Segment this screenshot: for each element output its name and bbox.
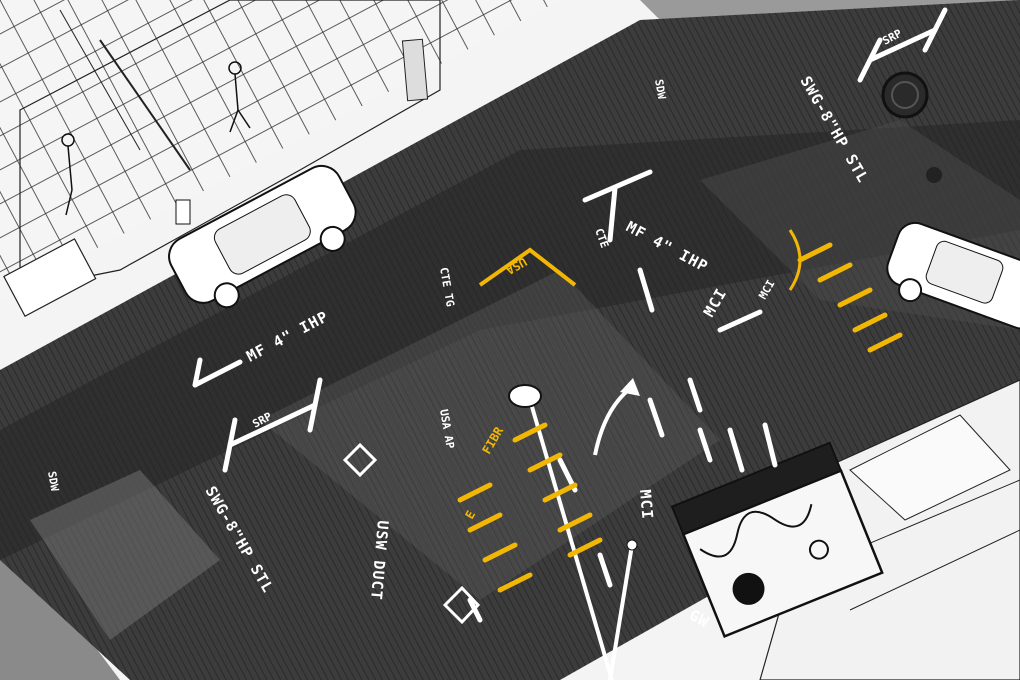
- survey-marker-icon: [508, 384, 638, 680]
- sdw-marking-left: SDW: [45, 470, 61, 492]
- parked-car-icon: [886, 221, 1020, 330]
- pedestrian-icon: [61, 61, 251, 216]
- street-lamp-icon: [175, 199, 191, 225]
- yellow-arc-marking: [788, 229, 802, 291]
- arrowhead-icon: [620, 378, 640, 396]
- manhole-cover-icon: [881, 71, 942, 183]
- usa-wedge-marking: [478, 247, 577, 287]
- diamond-symbol-icon: [342, 442, 481, 625]
- white-paint-lines: [192, 7, 948, 623]
- dumpster-icon: [670, 441, 884, 638]
- parked-car-icon: [168, 164, 357, 309]
- sdw-marking-top: SDW: [652, 78, 668, 100]
- sidewalk-bottom-right: [759, 379, 1020, 680]
- yellow-gas-dashes: [457, 242, 903, 593]
- cte-marking-small: CTE: [592, 227, 611, 250]
- mci-marking-center: MCI: [636, 489, 657, 521]
- sidewalk-top-left: [0, 0, 560, 318]
